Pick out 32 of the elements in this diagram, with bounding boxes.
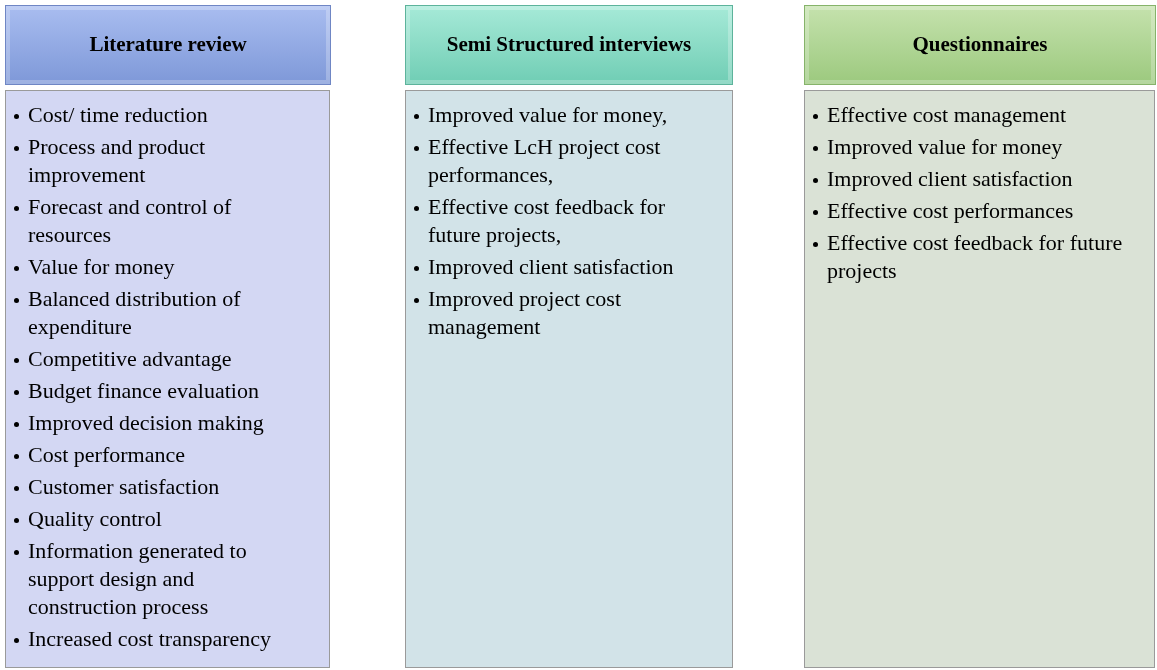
header-box: [5, 5, 331, 85]
bullet-item: Improved client satisfaction: [827, 165, 1073, 193]
bullet-item: Effective cost feedback for future projects,: [428, 193, 667, 249]
list-panel: [5, 90, 330, 668]
list-panel: [804, 90, 1155, 668]
bullet-item: Balanced distribution of expenditure: [28, 285, 242, 341]
bullet-item: Improved client satisfaction: [428, 253, 674, 281]
bullet-item: Forecast and control of resources: [28, 193, 233, 249]
column-heading: Literature review: [89, 31, 247, 59]
bullet-item: Effective LcH project cost performances,: [428, 133, 662, 189]
bullet-item: Information generated to support design and construction process: [28, 537, 248, 621]
bullet-item: Effective cost feedback for future projects: [827, 229, 1124, 285]
bullet-item: Effective cost performances: [827, 197, 1074, 225]
bullet-item: Customer satisfaction: [28, 473, 220, 501]
bullet-item: Cost/ time reduction: [28, 101, 208, 129]
bullet-item: Competitive advantage: [28, 345, 232, 373]
column-heading: Questionnaires: [912, 31, 1048, 59]
bullet-item: Value for money: [28, 253, 175, 281]
header-box: [405, 5, 733, 85]
bullet-item: Improved value for money,: [428, 101, 668, 129]
bullet-item: Improved project cost management: [428, 285, 623, 341]
list-panel: [405, 90, 733, 668]
bullet-item: Improved decision making: [28, 409, 264, 437]
bullet-item: Cost performance: [28, 441, 185, 469]
bullet-item: Effective cost management: [827, 101, 1067, 129]
bullet-item: Process and product improvement: [28, 133, 207, 189]
column-heading: Semi Structured interviews: [446, 31, 692, 59]
bullet-item: Increased cost transparency: [28, 625, 272, 653]
bullet-item: Budget finance evaluation: [28, 377, 259, 405]
header-box: [804, 5, 1156, 85]
bullet-item: Quality control: [28, 505, 162, 533]
bullet-item: Improved value for money: [827, 133, 1063, 161]
